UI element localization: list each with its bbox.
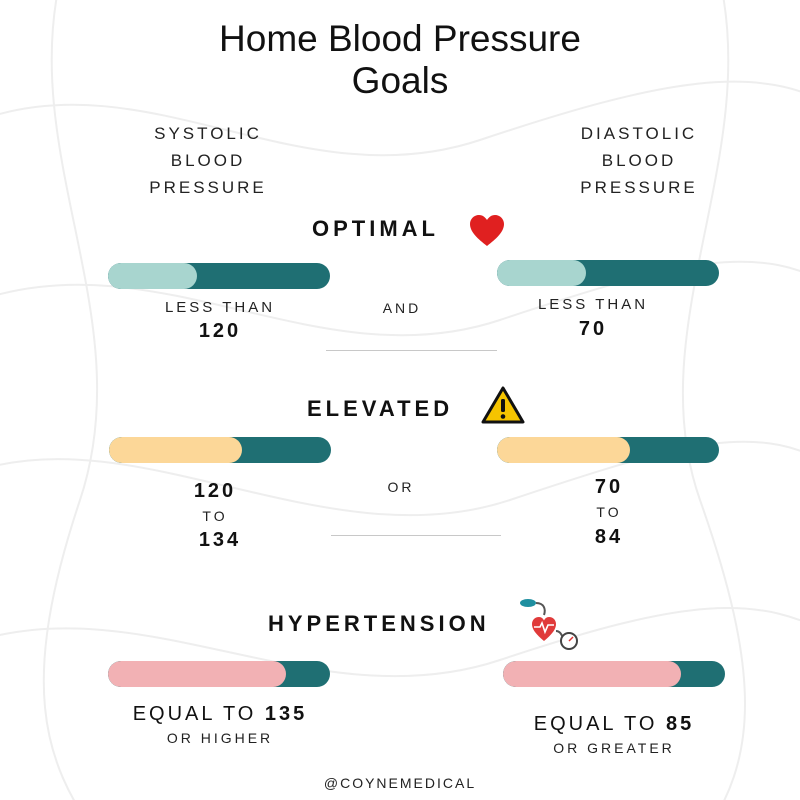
- optimal-diastolic-bar: [497, 260, 719, 286]
- hypertension-systolic-prefix: EQUAL TO: [132, 703, 257, 725]
- page-title: Home Blood Pressure Goals: [0, 18, 800, 102]
- blood-pressure-monitor-icon: [520, 599, 578, 650]
- hypertension-systolic-fill: [108, 661, 286, 687]
- hypertension-diastolic-prefix: EQUAL TO: [533, 713, 658, 735]
- footer-handle: @COYNEMEDICAL: [323, 775, 477, 791]
- section-divider: [326, 350, 497, 351]
- hypertension-diastolic-suffix: OR GREATER: [553, 740, 675, 756]
- hypertension-systolic-suffix: OR HIGHER: [166, 730, 274, 746]
- section-divider: [331, 535, 501, 536]
- hypertension-diastolic-bar: [503, 661, 725, 687]
- elevated-diastolic-from: 70: [594, 476, 624, 498]
- optimal-connector: AND: [382, 300, 422, 316]
- hypertension-systolic-label: EQUAL TO 135: [100, 703, 340, 726]
- systolic-header-line: BLOOD: [170, 151, 246, 170]
- diastolic-column-header: DIASTOLIC BLOOD PRESSURE: [554, 120, 724, 201]
- page-title-line-2: Goals: [351, 60, 449, 101]
- systolic-header-line: SYSTOLIC: [154, 124, 262, 143]
- optimal-diastolic-fill: [497, 260, 586, 286]
- hypertension-diastolic-label: EQUAL TO 85: [494, 713, 734, 736]
- optimal-diastolic-label: LESS THAN: [537, 296, 649, 313]
- warning-icon: [481, 386, 525, 424]
- elevated-systolic-fill: [109, 437, 243, 463]
- optimal-systolic-bar: [108, 263, 330, 289]
- elevated-diastolic-to-word: TO: [596, 504, 622, 520]
- systolic-column-header: SYSTOLIC BLOOD PRESSURE: [123, 120, 293, 201]
- hypertension-diastolic-value: 85: [665, 713, 695, 735]
- hypertension-diastolic-fill: [503, 661, 681, 687]
- optimal-systolic-value: 120: [198, 320, 242, 342]
- elevated-systolic-from: 120: [193, 480, 237, 502]
- hypertension-systolic-value: 135: [264, 703, 308, 725]
- hypertension-systolic-bar: [108, 661, 330, 687]
- optimal-systolic-fill: [108, 263, 197, 289]
- systolic-header-line: PRESSURE: [149, 178, 267, 197]
- elevated-systolic-bar: [109, 437, 331, 463]
- heart-icon: [470, 215, 504, 246]
- diastolic-header-line: DIASTOLIC: [580, 124, 698, 143]
- page-title-line-1: Home Blood Pressure: [219, 18, 581, 59]
- optimal-systolic-label: LESS THAN: [164, 299, 276, 316]
- diastolic-header-line: BLOOD: [601, 151, 677, 170]
- optimal-title: OPTIMAL: [312, 216, 439, 241]
- elevated-diastolic-to: 84: [594, 526, 624, 548]
- elevated-diastolic-fill: [497, 437, 631, 463]
- diastolic-header-line: PRESSURE: [580, 178, 698, 197]
- elevated-systolic-to-word: TO: [202, 508, 228, 524]
- elevated-connector: OR: [387, 479, 415, 495]
- hypertension-title: HYPERTENSION: [268, 611, 490, 636]
- elevated-systolic-to: 134: [198, 529, 242, 551]
- optimal-diastolic-value: 70: [578, 318, 608, 340]
- elevated-diastolic-bar: [497, 437, 719, 463]
- elevated-title: ELEVATED: [307, 396, 454, 421]
